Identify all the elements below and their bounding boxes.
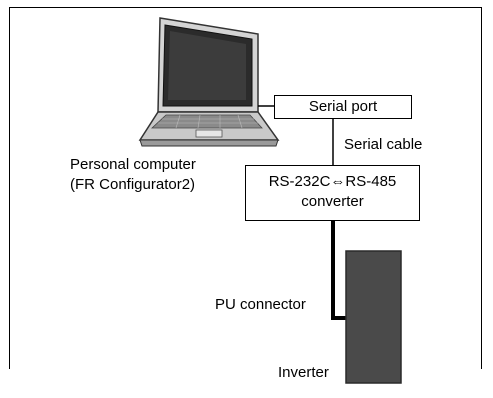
laptop-icon [138,17,280,147]
serial-port-box: Serial port [274,95,412,119]
converter-box: RS-232C⇔RS-485 converter [245,165,420,221]
diagram-frame [9,7,482,369]
pc-label-line2: (FR Configurator2) [70,176,196,193]
serial-cable-label: Serial cable [344,136,423,153]
converter-label-line2: converter [301,193,364,210]
inverter-label: Inverter [276,364,331,382]
serial-port-label: Serial port [308,98,378,115]
inverter-body [345,250,402,384]
converter-label-line1: RS-232C⇔RS-485 [268,173,397,190]
pu-connector-label: PU connector [215,296,306,313]
pc-label-line1: Personal computer [70,156,196,173]
